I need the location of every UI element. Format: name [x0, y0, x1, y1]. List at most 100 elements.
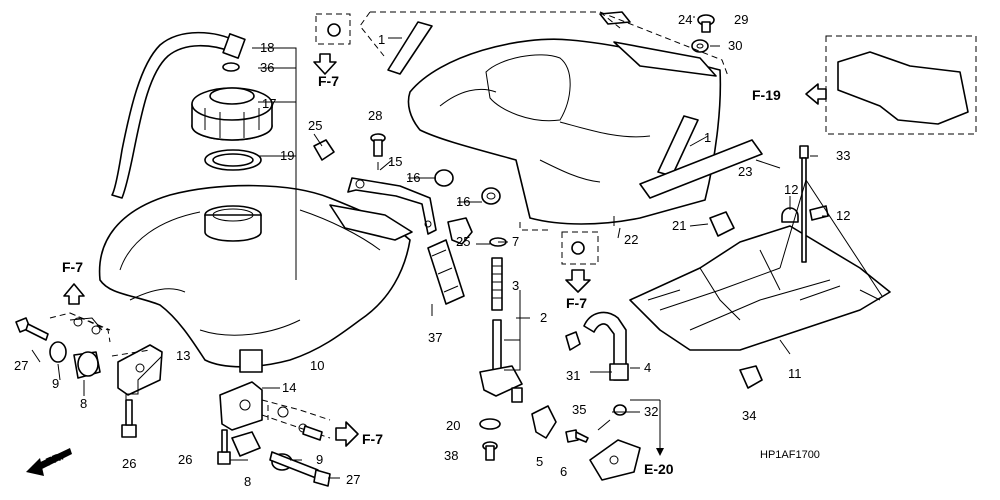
- fuel-cap-part-17: [191, 87, 273, 141]
- grommet-part-30: [691, 39, 709, 53]
- callout-11: 11: [788, 366, 802, 381]
- gasket-part-19: [204, 149, 262, 171]
- clip-part-25-lower: [447, 217, 473, 245]
- clip-part-31: [565, 331, 581, 351]
- callout-5: 5: [536, 454, 543, 469]
- arrow-down-e20: [656, 440, 664, 456]
- fuel-tank-part-10: [98, 184, 413, 373]
- front-direction-arrow: [26, 448, 72, 476]
- callout-12-right: 12: [836, 208, 850, 223]
- callout-8-right: 8: [244, 474, 251, 489]
- arrow-down-f7-center: [565, 269, 591, 293]
- callout-18: 18: [260, 40, 274, 55]
- callout-7: 7: [512, 234, 519, 249]
- strip-part-23: [639, 139, 763, 199]
- bolt-part-27-left: [15, 317, 49, 341]
- callout-34: 34: [742, 408, 756, 423]
- bolt-part-27-right: [269, 451, 331, 487]
- grommet-part-16-lower: [481, 187, 501, 205]
- callout-24: 24: [678, 12, 692, 27]
- cushion-part-8-left: [73, 351, 101, 379]
- arrow-left-f19: [805, 83, 827, 105]
- stay-part-15: [347, 177, 437, 235]
- collar-part-9-left: [49, 341, 67, 363]
- callout-25-lower: 25: [456, 234, 470, 249]
- callout-37: 37: [428, 330, 442, 345]
- callout-16-upper: 16: [406, 170, 420, 185]
- ref-f7-center: F-7: [566, 295, 587, 311]
- callout-2: 2: [540, 310, 547, 325]
- callout-29: 29: [734, 12, 748, 27]
- under-tray-part-11: [629, 225, 891, 351]
- fuel-tube-part-18: [111, 31, 246, 199]
- callout-27-left: 27: [14, 358, 28, 373]
- arrow-right-f7-bottom: [335, 421, 359, 447]
- grommet-part-21: [709, 211, 735, 237]
- fuel-valve-part-2: [479, 319, 523, 403]
- callout-9-left: 9: [52, 376, 59, 391]
- callout-19: 19: [280, 148, 294, 163]
- rivet-part-12-right: [809, 205, 829, 221]
- callout-9-right: 9: [316, 452, 323, 467]
- callout-16-lower: 16: [456, 194, 470, 209]
- callout-25-upper: 25: [308, 118, 322, 133]
- grommet-part-16-upper: [434, 169, 454, 187]
- panel-f19: [837, 51, 969, 125]
- strap-part-37: [427, 239, 465, 305]
- bracket-part-13: [117, 344, 163, 396]
- bracket-part-14: [219, 381, 263, 431]
- callout-23: 23: [738, 164, 752, 179]
- ref-f19: F-19: [752, 87, 781, 103]
- bolt-part-28: [370, 133, 386, 157]
- callout-20: 20: [446, 418, 460, 433]
- callout-38: 38: [444, 448, 458, 463]
- callout-30: 30: [728, 38, 742, 53]
- arrow-up-f7-left: [63, 283, 85, 305]
- callout-26-left: 26: [122, 456, 136, 471]
- callout-1-lower: 1: [704, 130, 711, 145]
- fuel-hose-part-4: [583, 311, 629, 381]
- callout-27-right: 27: [346, 472, 360, 487]
- callout-14: 14: [282, 380, 296, 395]
- cushion-part-8-right: [231, 431, 261, 457]
- callout-31: 31: [566, 368, 580, 383]
- knob-part-5: [531, 405, 557, 439]
- callout-1-upper: 1: [378, 32, 385, 47]
- callout-15: 15: [388, 154, 402, 169]
- bolt-part-33: [799, 145, 809, 263]
- screw-part-35: [565, 429, 589, 443]
- bolt-part-26-left: [121, 399, 137, 438]
- callout-10: 10: [310, 358, 324, 373]
- plate-part-6: [589, 439, 641, 481]
- strip-part-1-upper: [387, 21, 433, 75]
- bolt-part-26-right: [217, 429, 231, 465]
- o-ring-part-20: [479, 418, 501, 430]
- clip-part-36: [222, 62, 240, 72]
- callout-21: 21: [672, 218, 686, 233]
- callout-8-left: 8: [80, 396, 87, 411]
- callout-3: 3: [512, 278, 519, 293]
- callout-28: 28: [368, 108, 382, 123]
- ref-f7-bottom: F-7: [362, 431, 383, 447]
- clip-part-25-upper: [313, 139, 335, 161]
- bolt-part-3: [491, 257, 503, 311]
- callout-22: 22: [624, 232, 638, 247]
- callout-17: 17: [262, 96, 276, 111]
- screw-part-38: [482, 441, 498, 461]
- grommet-top-box: [327, 23, 341, 37]
- callout-36: 36: [260, 60, 274, 75]
- callout-26-right: 26: [178, 452, 192, 467]
- callout-6: 6: [560, 464, 567, 479]
- screw-part-29: [697, 14, 715, 33]
- clip-part-32: [613, 404, 627, 416]
- ref-f7-top: F-7: [318, 73, 339, 89]
- callout-13: 13: [176, 348, 190, 363]
- arrow-down-f7-top: [313, 53, 337, 75]
- callout-32: 32: [644, 404, 658, 419]
- rivet-part-12-left: [781, 207, 799, 223]
- grommet-center-box: [571, 241, 585, 255]
- ref-e20: E-20: [644, 461, 674, 477]
- clip-part-34: [739, 365, 763, 389]
- callout-33: 33: [836, 148, 850, 163]
